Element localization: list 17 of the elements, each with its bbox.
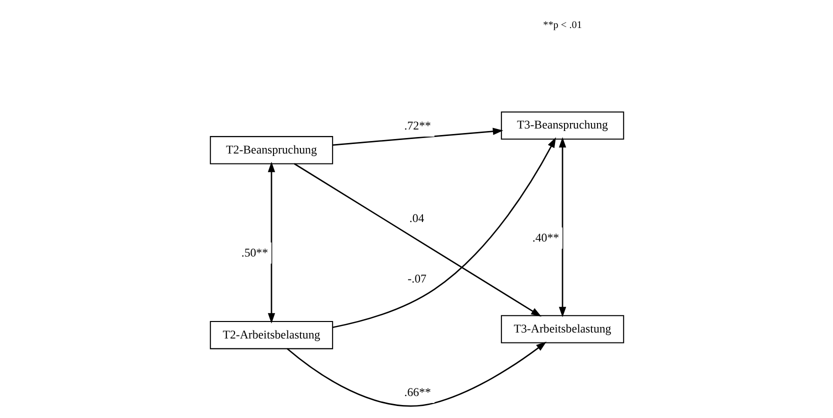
- edge-label: .72**: [404, 118, 430, 133]
- arrow: [332, 137, 556, 328]
- edge-label: -.07: [407, 271, 426, 286]
- edge-label: .66**: [404, 384, 430, 399]
- node-box: T3-Arbeitsbelastung: [500, 315, 624, 344]
- edge-label: .50**: [240, 246, 268, 260]
- node-box: T2-Arbeitsbelastung: [209, 321, 333, 350]
- label: **p < .01: [542, 20, 582, 32]
- arrow: [286, 342, 546, 407]
- node-box: T2-Beanspruchung: [209, 136, 333, 164]
- arrow: [267, 162, 275, 324]
- arrow: [332, 128, 503, 146]
- edge-label: .40**: [532, 230, 559, 245]
- arrow: [558, 137, 566, 318]
- edge-label: .04: [408, 211, 424, 226]
- arrow: [293, 163, 541, 317]
- node-box: T3-Beanspruchung: [500, 111, 624, 140]
